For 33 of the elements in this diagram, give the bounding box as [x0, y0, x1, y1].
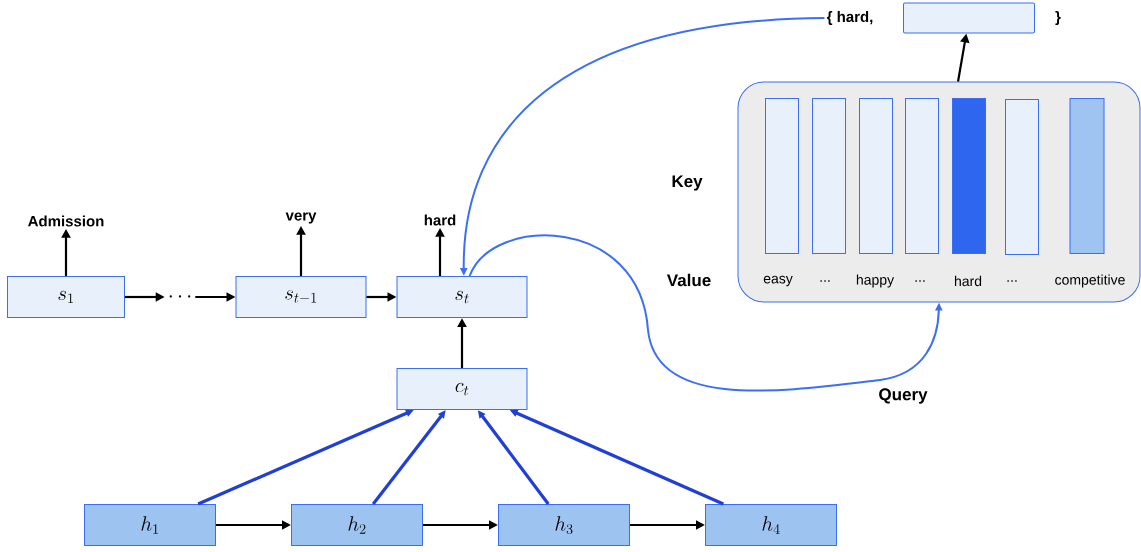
- memory-slot-bar: [952, 98, 986, 254]
- hidden-state-box: $h_4$: [705, 504, 837, 546]
- row-label: Key: [672, 175, 703, 191]
- hidden-state-box: $h_1$: [84, 504, 216, 546]
- state-box: $s_1$: [7, 276, 125, 318]
- memory-slot-bar: [765, 98, 799, 254]
- state-box: $s_{t-1}$: [235, 276, 367, 318]
- output-word: Admission: [28, 215, 104, 227]
- state-box: $s_t$: [396, 276, 528, 318]
- output-word: very: [285, 212, 317, 224]
- row-label: Value: [666, 273, 711, 287]
- context-box: $c_t$: [396, 368, 528, 410]
- value-box: [903, 2, 1035, 34]
- hidden-state-box: $h_2$: [291, 504, 423, 546]
- hidden-state-box: $h_3$: [498, 504, 630, 546]
- word-label: hard: [954, 275, 982, 287]
- edge-label: Query: [877, 387, 929, 405]
- memory-slot-bar: [812, 98, 846, 254]
- output-word: hard: [424, 214, 456, 226]
- word-label: competitive: [1055, 274, 1125, 288]
- memory-slot-bar: [905, 98, 939, 254]
- curved-arrow: [468, 234, 943, 392]
- memory-slot-bar: [1069, 98, 1105, 254]
- word-label: ...: [915, 280, 925, 282]
- ellipsis: $\cdots$: [169, 295, 191, 298]
- word-label: happy: [856, 274, 895, 288]
- word-label: ...: [1007, 280, 1017, 282]
- memory-slot-bar: [859, 98, 893, 254]
- memory-slot-bar: [1005, 99, 1039, 255]
- word-label: easy: [763, 275, 793, 287]
- word-label: ...: [820, 280, 830, 282]
- output-text: { hard,: [826, 11, 873, 25]
- brace: }: [1055, 11, 1061, 25]
